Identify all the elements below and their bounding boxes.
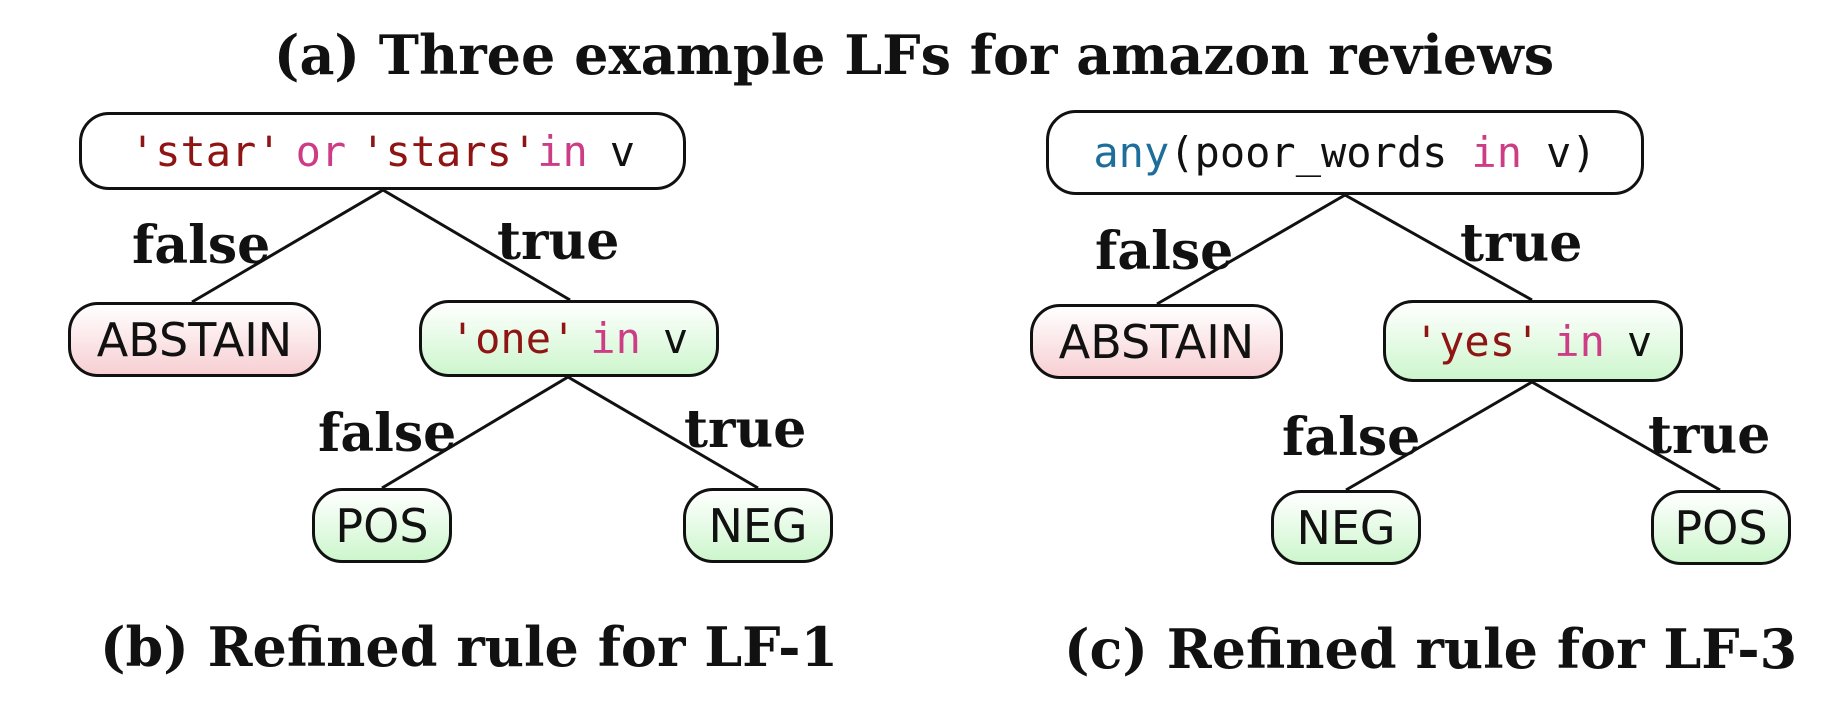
left-abstain-label: ABSTAIN [96,312,293,367]
right-root-arg: poor_words [1194,128,1448,177]
right-mid-false-label: false [1282,407,1421,468]
right-mid-node: 'yes' in v [1383,300,1683,382]
right-root-false-label: false [1095,221,1234,282]
right-mid-keyword-in: in [1554,316,1605,366]
left-root-keyword-in: in [537,126,588,176]
right-pos-node: POS [1651,490,1791,565]
left-root-keyword-or: or [295,126,347,176]
title-b: (b) Refined rule for LF-1 [100,615,839,679]
left-root-var: v [609,126,636,176]
edge-right-root-false [1156,193,1346,306]
right-root-open-paren: ( [1169,128,1195,177]
edge-left-root-false [191,188,384,304]
right-abstain-label: ABSTAIN [1058,314,1255,369]
left-mid-string: 'one' [449,314,577,363]
left-neg-label: NEG [708,498,808,553]
edge-right-root-true [1344,193,1533,302]
right-root-function-any: any [1093,128,1170,177]
left-root-string-1: 'star' [129,126,282,176]
edge-left-mid-true [567,375,759,490]
left-mid-false-label: false [318,403,457,464]
right-neg-label: NEG [1296,500,1396,555]
left-root-true-label: true [497,211,620,272]
left-abstain-node: ABSTAIN [68,302,321,377]
title-a: (a) Three example LFs for amazon reviews [273,23,1555,87]
edge-left-mid-false [381,375,569,490]
left-root-node: 'star' or 'stars' in v [79,112,686,190]
left-pos-node: POS [312,488,452,563]
right-pos-label: POS [1674,500,1768,555]
edge-right-mid-false [1345,380,1533,492]
left-pos-label: POS [335,498,429,553]
right-root-close-paren: ) [1571,128,1597,177]
left-mid-node: 'one' in v [419,300,719,377]
right-abstain-node: ABSTAIN [1030,304,1283,379]
right-neg-node: NEG [1271,490,1421,565]
right-root-true-label: true [1460,213,1583,274]
left-root-false-label: false [132,215,271,276]
left-neg-node: NEG [683,488,833,563]
right-root-node: any ( poor_words in v ) [1046,110,1644,195]
left-mid-var: v [662,314,689,363]
title-c: (c) Refined rule for LF-3 [1064,617,1798,681]
edge-right-mid-true [1531,380,1721,492]
right-mid-string: 'yes' [1413,316,1541,366]
right-root-keyword-in: in [1471,128,1522,177]
right-mid-true-label: true [1648,405,1771,466]
left-mid-keyword-in: in [590,314,641,363]
left-mid-true-label: true [684,399,807,460]
right-root-var: v [1546,128,1572,177]
right-mid-var: v [1626,316,1653,366]
left-root-string-2: 'stars' [360,126,538,176]
edge-left-root-true [382,188,571,302]
